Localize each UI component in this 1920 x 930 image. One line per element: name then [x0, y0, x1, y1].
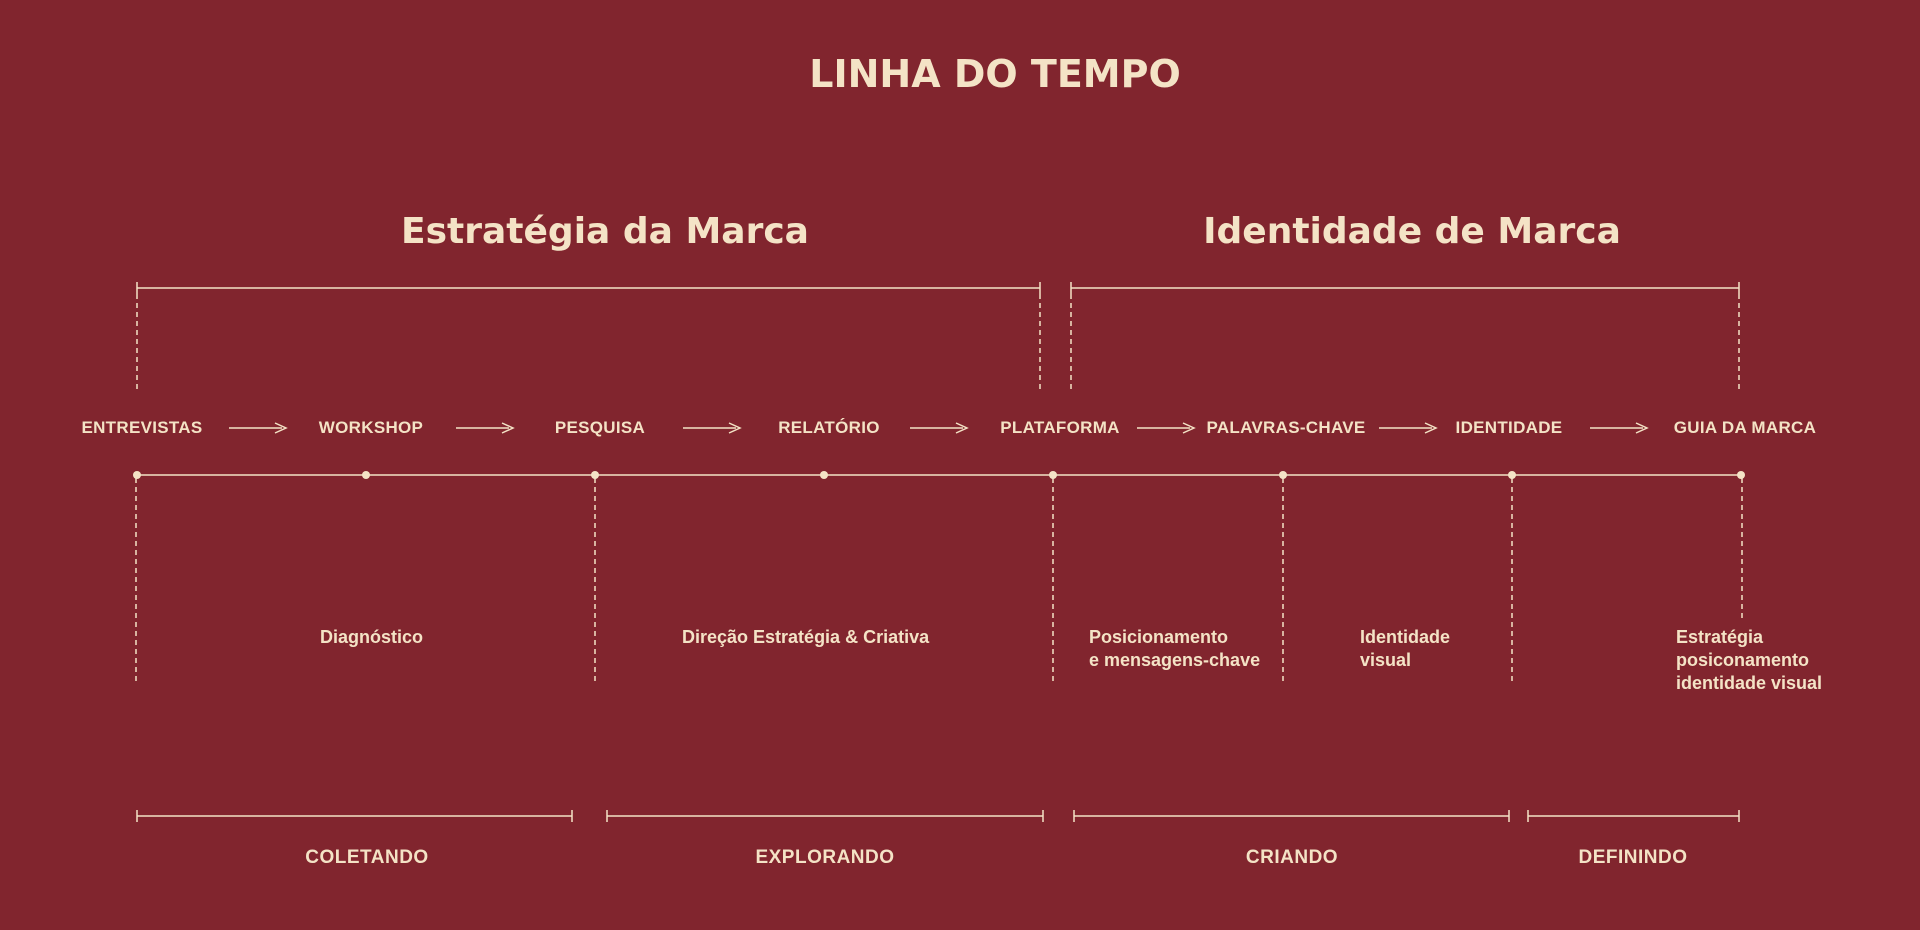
phase-bracket-brand-strategy [136, 282, 1041, 294]
timeline-node [1049, 471, 1057, 479]
arrow-icon [1137, 422, 1196, 434]
arrow-icon [1590, 422, 1649, 434]
stage-label-criando: CRIANDO [1245, 847, 1339, 868]
phase-bracket-brand-identity [1070, 282, 1740, 294]
timeline-node [820, 471, 828, 479]
timeline-node [591, 471, 599, 479]
arrow-icon [1379, 422, 1438, 434]
step-label-entrevistas: ENTREVISTAS [81, 418, 203, 437]
step-label-workshop: WORKSHOP [318, 418, 424, 437]
stage-bracket-definindo [1527, 810, 1740, 822]
timeline-nodes [133, 471, 1745, 479]
arrow-icon [229, 422, 288, 434]
stage-label-definindo: DEFININDO [1578, 847, 1688, 868]
page-title: LINHA DO TEMPO [809, 52, 1181, 96]
description-identidade-visual: Identidade visual [1360, 627, 1451, 670]
stage-bracket-criando [1073, 810, 1510, 822]
arrow-icon [683, 422, 742, 434]
phase-dashed-drops [136, 294, 1740, 392]
stage-bracket-coletando [136, 810, 573, 822]
section-dashed-separators [135, 478, 1743, 685]
stage-label-coletando: COLETANDO [305, 847, 429, 868]
step-label-plataforma: PLATAFORMA [1000, 418, 1120, 437]
description-posicionamento: Posicionamento e mensagens-chave [1089, 627, 1261, 670]
step-label-palavras-chave: PALAVRAS-CHAVE [1206, 418, 1366, 437]
step-label-relatorio: RELATÓRIO [778, 418, 880, 437]
step-arrows [229, 422, 1649, 434]
description-direcao: Direção Estratégia & Criativa [682, 627, 930, 647]
timeline-node [362, 471, 370, 479]
step-label-identidade: IDENTIDADE [1455, 418, 1563, 437]
arrow-icon [456, 422, 515, 434]
phase-title-brand-identity: Identidade de Marca [1203, 211, 1621, 252]
step-label-guia-da-marca: GUIA DA MARCA [1673, 418, 1817, 437]
arrow-icon [910, 422, 969, 434]
description-guia: Estratégia posiconamento identidade visu… [1676, 627, 1823, 693]
timeline-node [133, 471, 141, 479]
step-label-pesquisa: PESQUISA [554, 418, 646, 437]
timeline-node [1279, 471, 1287, 479]
timeline-node [1737, 471, 1745, 479]
timeline-node [1508, 471, 1516, 479]
stage-bracket-explorando [606, 810, 1044, 822]
description-diagnostico: Diagnóstico [320, 627, 424, 647]
phase-title-brand-strategy: Estratégia da Marca [401, 211, 809, 252]
stage-label-explorando: EXPLORANDO [755, 847, 895, 868]
